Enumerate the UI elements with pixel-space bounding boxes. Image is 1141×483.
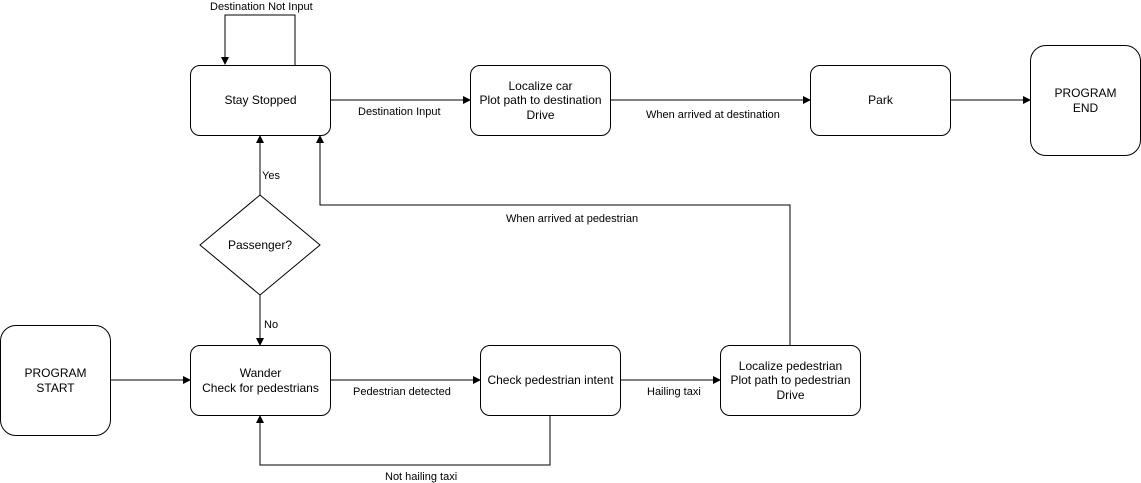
edge-arrived-at-pedestrian (316, 135, 791, 345)
passenger-label: Passenger? (227, 238, 293, 252)
park-label: Park (868, 93, 893, 108)
check-pedestrian-intent-label: Check pedestrian intent (487, 373, 614, 388)
park-node: Park (810, 65, 951, 136)
arrived-at-destination-label: When arrived at destination (646, 109, 780, 121)
stay-stopped-label: Stay Stopped (224, 93, 297, 108)
localize-car-node: Localize car Plot path to destination Dr… (470, 65, 611, 136)
localize-pedestrian-label: Localize pedestrian Plot path to pedestr… (730, 358, 851, 402)
program-start-label: PROGRAM START (24, 366, 87, 395)
program-start-node: PROGRAM START (0, 325, 111, 436)
pedestrian-detected-label: Pedestrian detected (353, 386, 451, 398)
edge-destination-not-input-loop (221, 14, 296, 65)
arrived-at-pedestrian-label: When arrived at pedestrian (506, 213, 639, 225)
program-end-node: PROGRAM END (1030, 45, 1141, 156)
yes-label: Yes (262, 170, 280, 182)
destination-not-input-label: Destination Not Input (210, 1, 313, 13)
passenger-decision-diamond (199, 194, 321, 296)
hailing-taxi-label: Hailing taxi (647, 386, 701, 398)
destination-input-label: Destination Input (358, 106, 441, 118)
check-pedestrian-intent-node: Check pedestrian intent (480, 345, 621, 416)
program-end-label: PROGRAM END (1054, 86, 1117, 115)
localize-pedestrian-node: Localize pedestrian Plot path to pedestr… (720, 345, 861, 416)
wander-node: Wander Check for pedestrians (190, 345, 331, 416)
edge-not-hailing-loop (256, 415, 551, 466)
stay-stopped-node: Stay Stopped (190, 65, 331, 136)
wander-label: Wander Check for pedestrians (202, 366, 319, 395)
not-hailing-taxi-label: Not hailing taxi (385, 471, 458, 483)
localize-car-label: Localize car Plot path to destination Dr… (479, 78, 602, 122)
no-label: No (264, 319, 279, 331)
